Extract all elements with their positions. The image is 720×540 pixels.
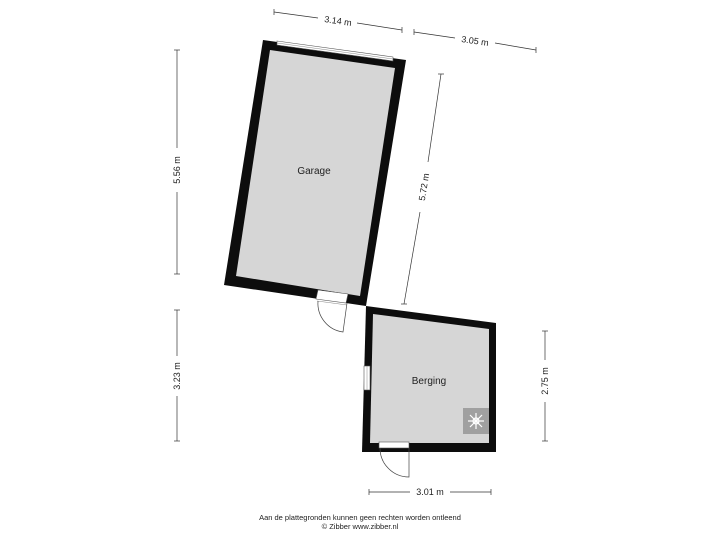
dimension-berging-bottom [368, 489, 492, 495]
room-label-garage: Garage [297, 166, 331, 177]
dimension-garage-left [174, 49, 180, 275]
footer-disclaimer: Aan de plattegronden kunnen geen rechten… [259, 513, 461, 522]
dimension-garage-top [273, 9, 403, 33]
dimension-label-garage-left: 5.56 m [172, 156, 182, 184]
dimension-label-berging-left: 3.23 m [172, 362, 182, 390]
berging-door-opening [378, 441, 410, 449]
dimension-label-berging-bottom: 3.01 m [416, 487, 444, 497]
garage-door-swing [317, 300, 348, 333]
garage-door-opening [315, 289, 349, 304]
room-label-berging: Berging [412, 376, 446, 387]
dimension-label-garage-diagonal: 5.72 m [417, 173, 431, 202]
ventilation-fan-icon [463, 408, 489, 434]
dimension-garage-top-right [413, 29, 537, 53]
footer: Aan de plattegronden kunnen geen rechten… [0, 513, 720, 531]
berging-floor [370, 314, 489, 443]
footer-copyright: © Zibber www.zibber.nl [321, 522, 399, 531]
garage-floor [236, 50, 395, 296]
dimension-label-garage-top: 3.14 m [324, 14, 353, 28]
dimension-garage-diagonal [401, 73, 444, 305]
dimension-berging-left [174, 309, 180, 442]
dimension-berging-right [542, 330, 548, 442]
dimension-label-berging-right: 2.75 m [540, 367, 550, 395]
berging-door-swing [379, 447, 410, 478]
dimension-label-garage-top-right: 3.05 m [461, 34, 490, 48]
garage-window-pane [276, 42, 394, 60]
